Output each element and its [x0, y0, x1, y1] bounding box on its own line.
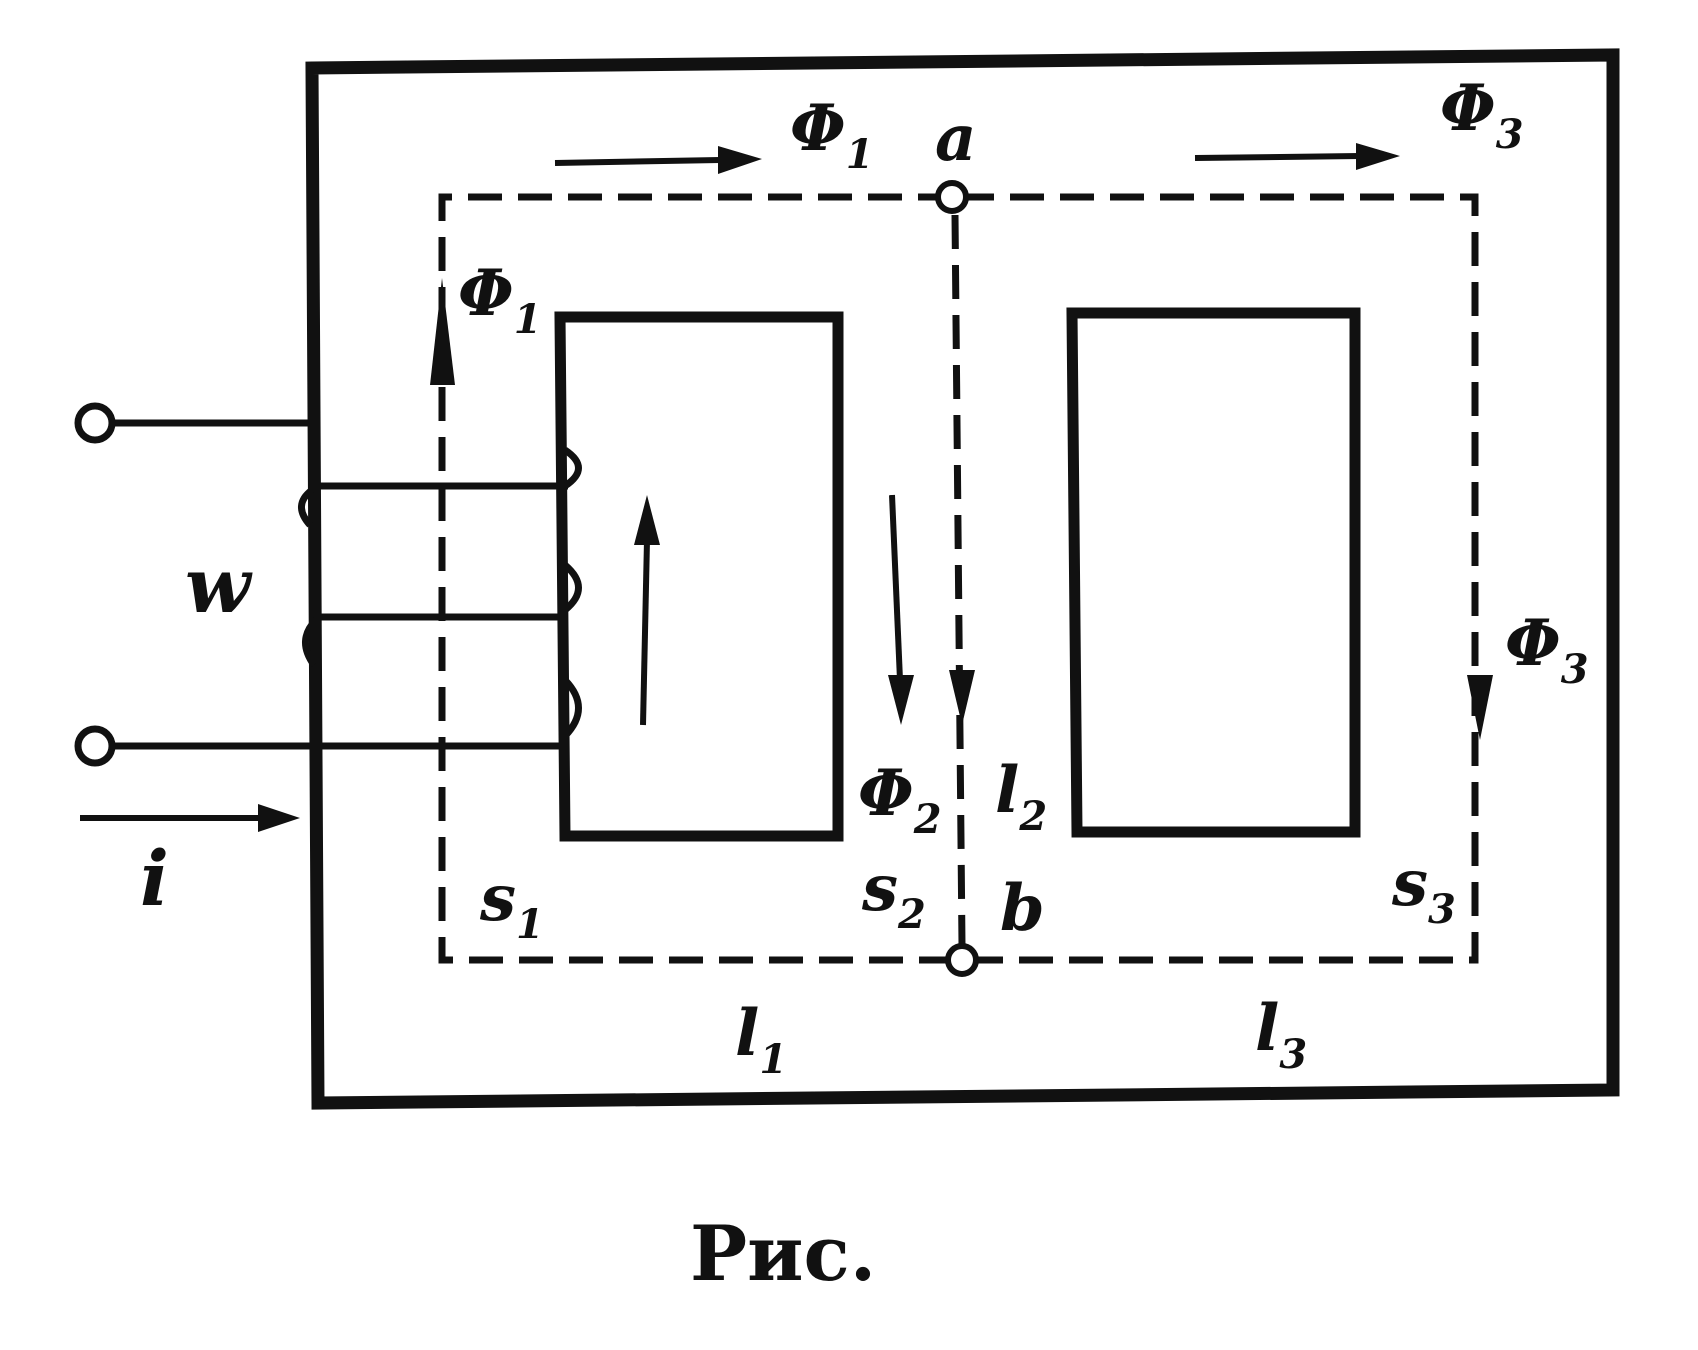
- label-s1: s1: [479, 861, 544, 948]
- label-s3: s3: [1391, 846, 1456, 933]
- flux3-top-arrow: [1194, 153, 1361, 161]
- flux1-top-arrow-head: [718, 146, 762, 174]
- current-arrow-head: [258, 804, 300, 832]
- label-winding: w: [185, 541, 253, 630]
- core-outer-outline: [305, 48, 1620, 1110]
- bottom-terminal: [74, 725, 116, 767]
- label-l3: l3: [1255, 991, 1307, 1078]
- label-s2: s2: [861, 851, 926, 938]
- winding-flux-arrow: [640, 539, 650, 726]
- flux2-arrow: [889, 494, 903, 681]
- label-phi3-right: Φ3: [1505, 606, 1589, 693]
- winding-bump-left-1: [298, 487, 315, 528]
- label-current: i: [140, 834, 169, 923]
- figure-caption: Рис.: [690, 1209, 876, 1298]
- winding-bump-1: [562, 447, 582, 489]
- label-phi1-left: Φ1: [458, 256, 542, 343]
- label-phi1-top: Φ1: [790, 91, 874, 178]
- flux2-arrow-head: [888, 675, 914, 725]
- label-phi3-top: Φ3: [1440, 71, 1524, 158]
- winding-bump-3: [562, 677, 582, 739]
- flux1-top-arrow: [554, 157, 721, 166]
- label-node-b: b: [1000, 871, 1045, 946]
- node-a: [935, 180, 969, 214]
- flux3-top-arrow-head: [1356, 143, 1400, 170]
- core-right-window: [1066, 307, 1361, 838]
- flux1-left-arrow-head: [430, 278, 455, 385]
- label-phi2: Φ2: [858, 756, 942, 843]
- label-l2: l2: [995, 753, 1047, 840]
- flux3-right-arrow-head: [1467, 675, 1493, 740]
- winding-bump-left-2: [302, 617, 319, 668]
- node-b: [945, 943, 979, 977]
- winding-flux-arrow-head: [634, 495, 660, 545]
- label-l1: l1: [735, 996, 787, 1083]
- core-left-window: [554, 311, 844, 842]
- top-terminal: [74, 402, 116, 444]
- center-limb-arrow-head: [949, 670, 975, 725]
- winding-bump-2: [562, 562, 582, 613]
- flux-path-center-limb: [951, 214, 966, 946]
- label-node-a: a: [935, 101, 976, 176]
